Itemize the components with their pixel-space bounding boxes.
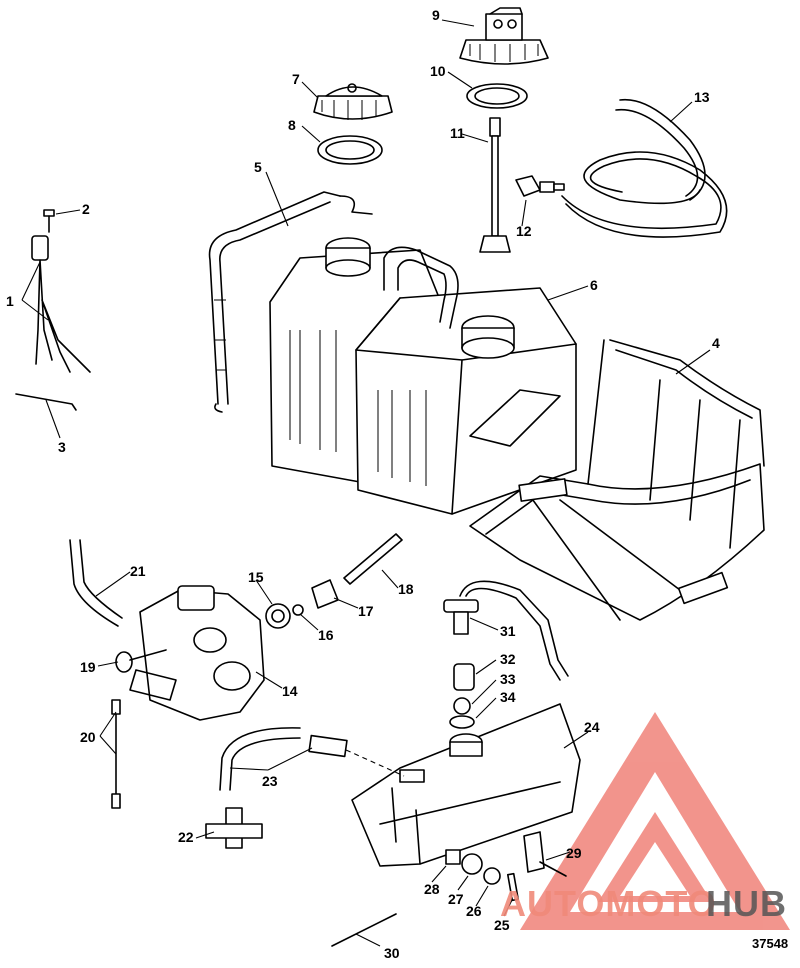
oil-pump	[129, 585, 265, 721]
washer-26	[483, 867, 501, 885]
spacer-32	[453, 663, 475, 691]
screw-2	[43, 209, 55, 233]
oring-34	[449, 715, 475, 729]
fuel-tank	[269, 237, 577, 515]
oil-reservoir	[351, 703, 581, 867]
callout-labels: 1 2 3 4 5 6 7 8 9 10 11 12 13 14 15 16 1…	[6, 7, 720, 961]
callout-14: 14	[282, 683, 298, 699]
callout-13: 13	[694, 89, 710, 105]
seal-15	[265, 603, 291, 629]
watermark-text-auto: AUTOMOTO	[500, 883, 717, 924]
nut-28	[445, 849, 461, 865]
callout-15: 15	[248, 569, 264, 585]
bolt-25	[506, 872, 520, 902]
callout-5: 5	[254, 159, 262, 175]
callout-12: 12	[516, 223, 532, 239]
callout-1: 1	[6, 293, 14, 309]
sender-harness	[31, 235, 91, 373]
tank-rack	[469, 339, 765, 621]
callout-4: 4	[712, 335, 720, 351]
hose-sleeve	[308, 734, 348, 758]
shaft-18	[343, 533, 403, 585]
callout-28: 28	[424, 881, 440, 897]
callout-3: 3	[58, 439, 66, 455]
sensor-31	[443, 580, 569, 681]
callout-32: 32	[500, 651, 516, 667]
callout-17: 17	[358, 603, 374, 619]
watermark-text-hub: HUB	[706, 883, 787, 924]
oring-16	[292, 604, 304, 616]
callout-7: 7	[292, 71, 300, 87]
hose-23	[229, 737, 301, 791]
tank-strap	[208, 191, 373, 413]
tank-cap	[313, 83, 393, 120]
callout-34: 34	[500, 689, 516, 705]
bushing-17	[311, 579, 339, 609]
cable-tie-30	[331, 913, 397, 947]
hose-fitting	[515, 175, 565, 197]
grommet-27	[461, 853, 483, 875]
callout-8: 8	[288, 117, 296, 133]
callout-9: 9	[432, 7, 440, 23]
callout-23: 23	[262, 773, 278, 789]
callout-6: 6	[590, 277, 598, 293]
figure-reference-number: 37548	[752, 936, 788, 951]
callout-18: 18	[398, 581, 414, 597]
gasket-8	[317, 135, 383, 165]
watermark-logo	[520, 712, 790, 930]
callout-22: 22	[178, 829, 194, 845]
hose-21	[69, 539, 119, 627]
callout-2: 2	[82, 201, 90, 217]
tee-fitting	[205, 807, 263, 849]
callout-20: 20	[80, 729, 96, 745]
callout-26: 26	[466, 903, 482, 919]
callout-21: 21	[130, 563, 146, 579]
callout-11: 11	[450, 125, 465, 141]
callout-29: 29	[566, 845, 582, 861]
leader-23-dash	[345, 749, 405, 777]
callout-19: 19	[80, 659, 96, 675]
callout-31: 31	[500, 623, 516, 639]
callout-24: 24	[584, 719, 600, 735]
callout-33: 33	[500, 671, 516, 687]
gasket-10	[466, 83, 528, 109]
cable-tie	[15, 393, 77, 411]
fuel-hose-coil	[561, 98, 728, 238]
fuel-gauge-cap	[459, 7, 549, 65]
leader-lines	[21, 19, 711, 947]
callout-30: 30	[384, 945, 400, 961]
callout-16: 16	[318, 627, 334, 643]
watermark-text: AUTOMOTO HUB	[500, 883, 787, 924]
washer-33	[453, 697, 471, 715]
tube-29	[523, 831, 567, 877]
callout-10: 10	[430, 63, 446, 79]
callout-25: 25	[494, 917, 510, 933]
pickup-tube	[479, 117, 511, 253]
callout-27: 27	[448, 891, 464, 907]
